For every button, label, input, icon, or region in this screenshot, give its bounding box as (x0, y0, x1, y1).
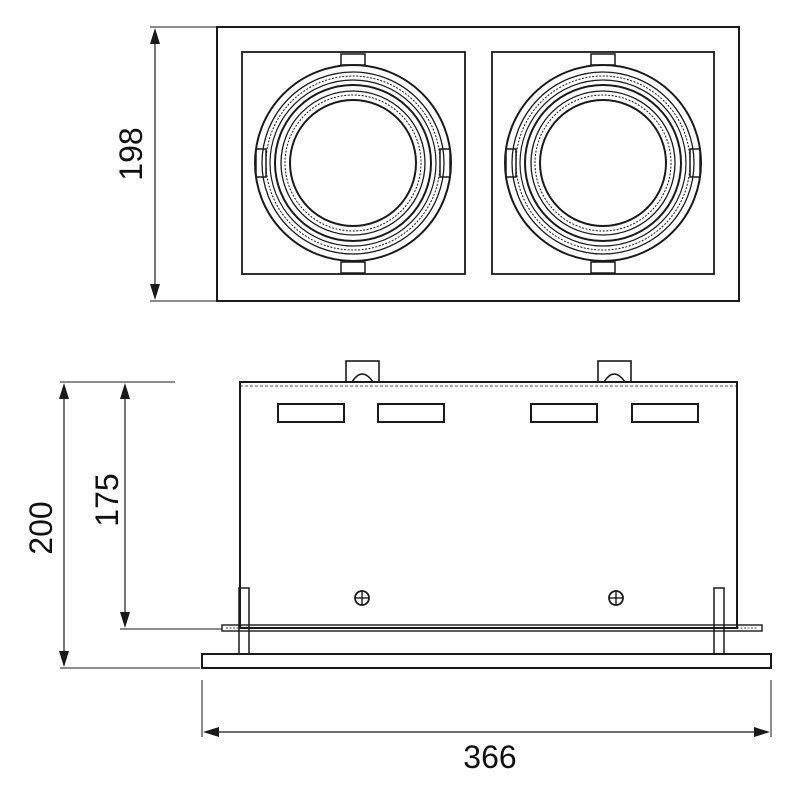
mounting-legs (238, 587, 725, 655)
top-clip-right (597, 360, 632, 383)
right-lamp-ring (504, 53, 702, 274)
dimension-366: 366 (201, 680, 772, 775)
housing-body (239, 381, 738, 629)
top-clip-left (345, 360, 380, 383)
dimension-198: 198 (113, 26, 217, 302)
vent-slots (277, 403, 699, 423)
dimension-200-label: 200 (23, 501, 59, 554)
mounting-plate (221, 624, 763, 632)
side-view: 200 175 366 (23, 360, 772, 775)
dimension-175-label: 175 (89, 473, 125, 526)
top-view-frame (216, 26, 740, 302)
dimension-200: 200 (23, 381, 200, 669)
trim-frame (201, 653, 772, 669)
screw-right (608, 590, 624, 606)
dimension-366-label: 366 (463, 739, 516, 775)
dimension-175: 175 (89, 381, 222, 630)
screw-left (354, 590, 370, 606)
top-view: 198 (113, 26, 740, 302)
right-lamp-housing (491, 51, 715, 275)
left-lamp-ring (254, 53, 452, 274)
left-lamp-housing (241, 51, 466, 275)
dimension-198-label: 198 (113, 127, 149, 180)
